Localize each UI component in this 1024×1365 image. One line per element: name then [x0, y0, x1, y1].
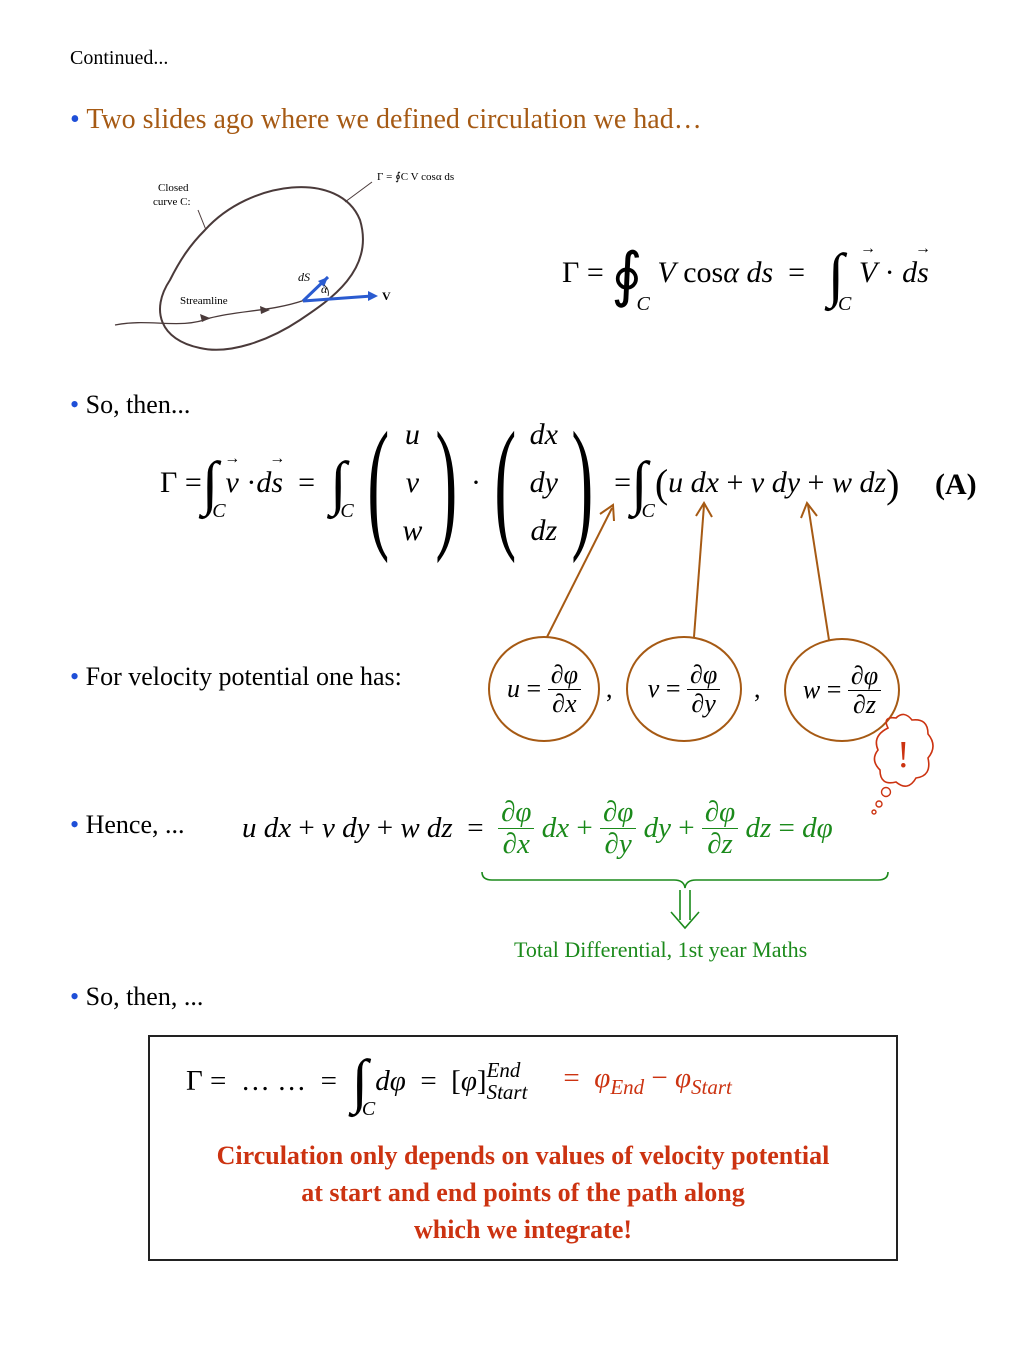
total-differential-equation: u dx + v dy + w dz = ∂φ∂x dx + ∂φ∂y dy +… [242, 796, 833, 860]
comma-2: , [754, 674, 761, 703]
thought-bubble-icon [871, 713, 934, 815]
bullet-dot: • [70, 390, 80, 419]
fig-v-label: V [382, 289, 391, 303]
pointer-arrows [546, 500, 830, 641]
bullet-2: • So, then... [70, 390, 190, 420]
bullet-dot: • [70, 104, 80, 135]
fig-gamma-formula: Γ = ∮C V cosα ds [377, 171, 455, 183]
bullet-4: • Hence, ... [70, 810, 185, 840]
bullet-4-text: Hence, ... [85, 810, 185, 839]
conclusion-line-1: Circulation only depends on values of ve… [216, 1141, 830, 1170]
comma-1: , [606, 674, 613, 703]
bullet-3: • For velocity potential one has: [70, 662, 402, 692]
bullet-dot: • [70, 982, 80, 1011]
exclamation-mark: ! [897, 734, 910, 776]
v-definition-circle: v = ∂φ∂y [626, 636, 742, 742]
underbrace [481, 871, 889, 930]
conclusion-text: Circulation only depends on values of ve… [150, 1137, 896, 1248]
circulation-figure [114, 181, 378, 351]
w-definition-circle: w = ∂φ∂z [784, 638, 900, 742]
closed-curve-pointer [197, 209, 207, 231]
total-differential-annotation: Total Differential, 1st year Maths [514, 937, 808, 962]
fig-streamline-label: Streamline [180, 295, 228, 307]
gamma-pointer [344, 181, 373, 203]
fig-alpha-label: α [321, 282, 328, 296]
u-definition-circle: u = ∂φ∂x [488, 636, 600, 742]
bullet-5-text: So, then, ... [85, 982, 204, 1011]
bullet-2-text: So, then... [85, 390, 191, 419]
bullet-dot: • [70, 662, 80, 691]
conclusion-line-3: which we integrate! [413, 1215, 633, 1244]
closed-curve [159, 186, 364, 351]
equation-a-label: (A) [935, 468, 977, 501]
fig-closed-label: Closed [158, 182, 189, 194]
v-arrow [302, 294, 373, 303]
bullet-1-text: Two slides ago where we defined circulat… [86, 104, 702, 135]
bullet-1: • Two slides ago where we defined circul… [70, 104, 702, 136]
continued-label: Continued... [70, 47, 169, 69]
conclusion-line-2: at start and end points of the path alon… [301, 1178, 745, 1207]
bullet-dot: • [70, 810, 80, 839]
bullet-5: • So, then, ... [70, 982, 203, 1012]
bullet-3-text: For velocity potential one has: [85, 662, 402, 691]
circulation-definition-equation: Γ = ∮C V cosα ds = ∫C V · ds [562, 245, 929, 315]
fig-ds-label: dS [298, 270, 310, 284]
fig-curve-c-label: curve C: [153, 196, 191, 208]
